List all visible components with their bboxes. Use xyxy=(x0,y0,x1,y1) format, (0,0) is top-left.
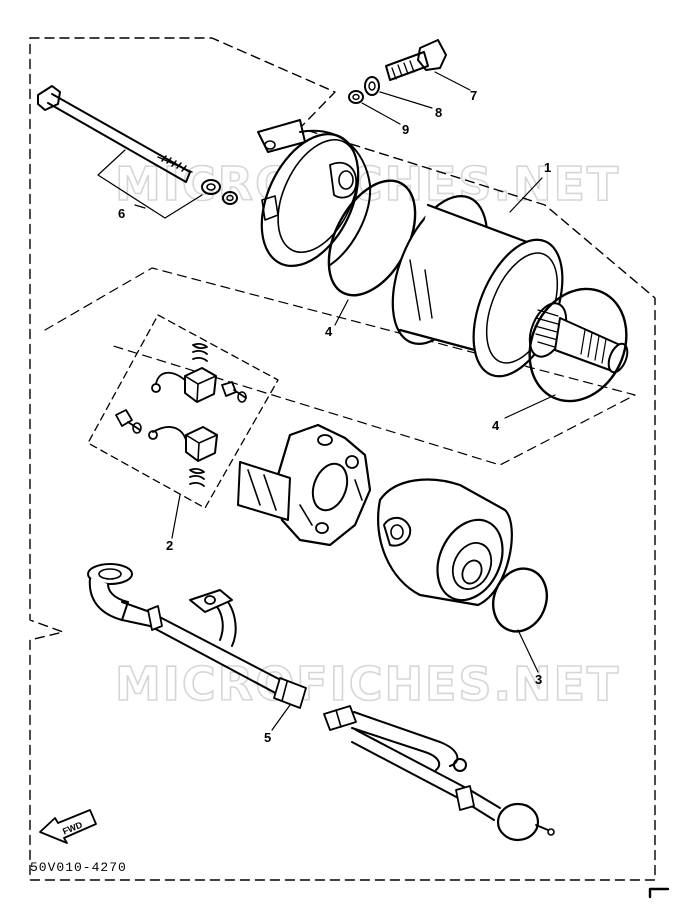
callout-9: 9 xyxy=(402,122,409,137)
watermark-bottom: MICROFICHES.NET xyxy=(115,657,620,711)
o-ring-4-lower xyxy=(528,287,628,403)
rear-cover xyxy=(377,478,513,607)
assembly-boundary xyxy=(29,37,656,881)
drawing-code: 50V010-4270 xyxy=(30,860,127,875)
brush-terminal-bolt-upper xyxy=(221,381,247,403)
lead-wire-boot xyxy=(323,705,555,842)
brush-group-outline xyxy=(87,314,279,509)
washer-8 xyxy=(364,76,380,96)
callout-7: 7 xyxy=(470,88,477,103)
brush-plate xyxy=(237,423,372,547)
watermark-top: MICROFICHES.NET xyxy=(115,157,620,211)
callout-6-bracket xyxy=(97,149,203,219)
lead-wire-5 xyxy=(87,563,307,709)
yoke-housing xyxy=(391,195,564,378)
callout-1: 1 xyxy=(544,160,551,175)
callout-5: 5 xyxy=(264,730,271,745)
callout-6: 6 xyxy=(118,206,125,221)
brush-lower xyxy=(148,426,218,487)
washer-9 xyxy=(348,90,364,104)
callout-4-upper: 4 xyxy=(325,324,333,339)
leader-lines xyxy=(171,71,556,731)
callout-8: 8 xyxy=(435,105,442,120)
callout-3: 3 xyxy=(535,672,542,687)
callout-2: 2 xyxy=(166,538,173,553)
bolt-washers xyxy=(201,179,238,205)
callout-4-lower: 4 xyxy=(492,418,500,433)
fwd-arrow-icon: FWD xyxy=(39,809,97,844)
o-ring-3 xyxy=(492,567,548,633)
through-bolt xyxy=(37,85,193,183)
corner-mark xyxy=(648,887,670,899)
armature-group-outline xyxy=(44,267,636,466)
screw-7 xyxy=(385,39,447,81)
armature-shaft xyxy=(528,302,629,374)
brush-terminal-bolt-lower xyxy=(115,409,142,434)
brush-upper xyxy=(151,342,217,403)
